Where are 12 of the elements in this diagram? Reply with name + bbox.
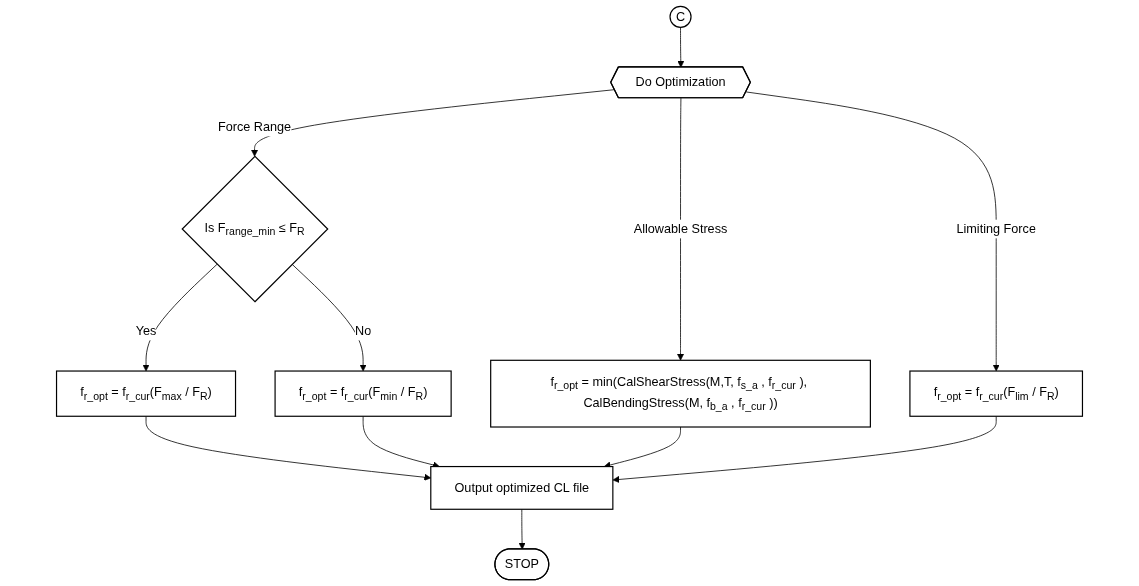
node-diamond: Is F$_{range_min}$ ≤ F$_{R}$ xyxy=(181,155,329,303)
edge-label: Yes xyxy=(135,323,157,338)
edge-label: Limiting Force xyxy=(956,221,1036,236)
node-box: f$_{r_opt}$ = f$_{r_cur}$(F$_{max}$ / F$_{R}$) xyxy=(55,370,237,417)
node-box: Output optimized CL file xyxy=(430,465,614,510)
edge-label: Allowable Stress xyxy=(633,221,728,236)
node-box: f$_{r_opt}$ = min(CalShearStress(M,T, f$_{s_a}$ , f$_{r_cur}$ ), CalBendingStress(M, f$_{b_a}$ , f$_{r_cur}$ )) xyxy=(490,359,871,428)
edge-label: No xyxy=(355,323,372,338)
node-circle: C xyxy=(669,5,692,28)
edge-label: Force Range xyxy=(217,119,292,134)
node-box: f$_{r_opt}$ = f$_{r_cur}$(F$_{lim}$ / F$_{R}$) xyxy=(909,370,1084,417)
node-box: f$_{r_opt}$ = f$_{r_cur}$(F$_{min}$ / F$_{R}$) xyxy=(274,370,452,417)
